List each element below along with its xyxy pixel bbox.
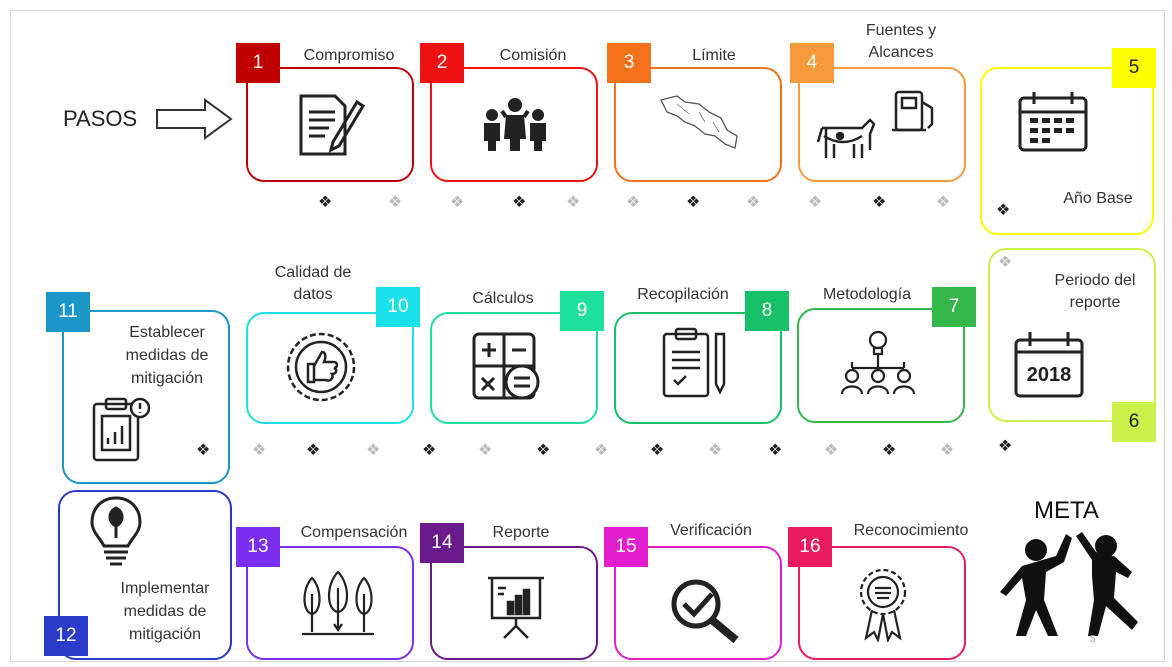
footprint-dark-icon: ❖ bbox=[536, 442, 551, 459]
footprint-light-icon: ❖ bbox=[388, 194, 403, 211]
page-number: 5 bbox=[1090, 634, 1096, 645]
footprint-dark-icon: ❖ bbox=[998, 438, 1013, 455]
step-6-label-line2: reporte bbox=[1069, 294, 1121, 311]
step-10-label-line2: datos bbox=[293, 286, 333, 303]
footprint-light-icon: ❖ bbox=[746, 194, 761, 211]
footprint-dark-icon: ❖ bbox=[996, 202, 1011, 219]
report-clipboard-icon bbox=[88, 394, 158, 464]
footprint-light-icon: ❖ bbox=[626, 194, 641, 211]
footprint-light-icon: ❖ bbox=[594, 442, 609, 459]
step-10-label-line1: Calidad de bbox=[274, 264, 352, 281]
team-icon bbox=[478, 95, 552, 151]
quality-badge-icon bbox=[284, 330, 358, 404]
footprint-dark-icon: ❖ bbox=[872, 194, 887, 211]
award-icon bbox=[858, 566, 908, 642]
cow-fuel-icon bbox=[814, 88, 944, 164]
step-6-label-line1: Periodo del bbox=[1054, 272, 1136, 289]
step-1-number: 1 bbox=[236, 43, 280, 83]
step-8-number: 8 bbox=[745, 291, 789, 331]
step-3-number: 3 bbox=[607, 43, 651, 83]
pasos-label: PASOS bbox=[63, 106, 138, 131]
step-11-label-line3: mitigación bbox=[130, 370, 204, 387]
step-4-card bbox=[798, 67, 966, 182]
step-6-number: 6 bbox=[1112, 402, 1156, 442]
green-bulb-icon bbox=[86, 494, 146, 568]
step-1-label: Compromiso bbox=[303, 47, 395, 64]
step-5-number: 5 bbox=[1112, 48, 1156, 88]
footprint-dark-icon: ❖ bbox=[196, 442, 211, 459]
footprint-dark-icon: ❖ bbox=[512, 194, 527, 211]
step-9-number: 9 bbox=[560, 291, 604, 331]
step-14-label: Reporte bbox=[492, 524, 550, 541]
calendar-icon bbox=[1016, 90, 1090, 154]
step-11-number: 11 bbox=[46, 292, 90, 332]
magnifier-check-icon bbox=[668, 576, 744, 644]
meta-label: META bbox=[1034, 497, 1099, 524]
clipboard-icon bbox=[660, 326, 730, 400]
high-five-people-icon bbox=[996, 526, 1146, 638]
footprint-light-icon: ❖ bbox=[708, 442, 723, 459]
footprint-light-icon: ❖ bbox=[450, 194, 465, 211]
footprint-light-icon: ❖ bbox=[478, 442, 493, 459]
step-11-card bbox=[62, 310, 230, 484]
step-11-label-line2: medidas de bbox=[125, 347, 209, 364]
step-12-label-line1: Implementar bbox=[120, 580, 210, 597]
step-16-label: Reconocimiento bbox=[853, 522, 969, 539]
document-pen-icon bbox=[295, 88, 365, 160]
step-12-number: 12 bbox=[44, 616, 88, 656]
step-7-label: Metodología bbox=[822, 286, 912, 303]
step-7-number: 7 bbox=[932, 287, 976, 327]
step-1-card bbox=[246, 67, 414, 182]
footprint-dark-icon: ❖ bbox=[768, 442, 783, 459]
step-15-label: Verificación bbox=[670, 522, 752, 539]
calculator-icon bbox=[470, 330, 550, 404]
footprint-dark-icon: ❖ bbox=[422, 442, 437, 459]
trees-icon bbox=[298, 568, 378, 638]
footprint-dark-icon: ❖ bbox=[686, 194, 701, 211]
calendar-2018-icon bbox=[1012, 330, 1086, 400]
footprint-dark-icon: ❖ bbox=[306, 442, 321, 459]
footprint-light-icon: ❖ bbox=[940, 442, 955, 459]
step-13-label: Compensación bbox=[300, 524, 408, 541]
footprint-light-icon: ❖ bbox=[936, 194, 951, 211]
step-11-label-line1: Establecer bbox=[129, 324, 205, 341]
footprint-light-icon: ❖ bbox=[366, 442, 381, 459]
presentation-icon bbox=[484, 572, 548, 642]
step-3-card bbox=[614, 67, 782, 182]
step-3-label: Límite bbox=[692, 47, 736, 64]
footprint-dark-icon: ❖ bbox=[650, 442, 665, 459]
network-bulb-icon bbox=[838, 328, 918, 398]
map-icon bbox=[655, 92, 745, 154]
step-5-label: Año Base bbox=[1063, 190, 1133, 207]
step-4-label-line1: Fuentes y bbox=[865, 22, 937, 39]
right-arrow-icon bbox=[155, 97, 233, 141]
slide-frame bbox=[10, 10, 1165, 662]
step-10-number: 10 bbox=[376, 287, 420, 327]
footprint-light-icon: ❖ bbox=[808, 194, 823, 211]
step-16-number: 16 bbox=[788, 527, 832, 567]
footprint-light-icon: ❖ bbox=[566, 194, 581, 211]
step-9-label: Cálculos bbox=[472, 290, 534, 307]
footprint-light-icon: ❖ bbox=[998, 254, 1013, 271]
footprint-light-icon: ❖ bbox=[252, 442, 267, 459]
footprint-light-icon: ❖ bbox=[824, 442, 839, 459]
step-2-number: 2 bbox=[420, 43, 464, 83]
step-12-label-line2: medidas de bbox=[123, 603, 207, 620]
step-7-card bbox=[797, 308, 965, 423]
footprint-dark-icon: ❖ bbox=[318, 194, 333, 211]
step-15-number: 15 bbox=[604, 527, 648, 567]
step-4-label-line2: Alcances bbox=[868, 44, 934, 61]
step-2-label: Comisión bbox=[499, 47, 567, 64]
step-4-number: 4 bbox=[790, 43, 834, 83]
step-14-number: 14 bbox=[420, 523, 464, 563]
step-13-number: 13 bbox=[236, 527, 280, 567]
footprint-dark-icon: ❖ bbox=[882, 442, 897, 459]
step-6-year: 2018 bbox=[1026, 364, 1072, 386]
step-12-label-line3: mitigación bbox=[128, 626, 202, 643]
step-8-label: Recopilación bbox=[637, 286, 729, 303]
step-10-card bbox=[246, 312, 414, 424]
